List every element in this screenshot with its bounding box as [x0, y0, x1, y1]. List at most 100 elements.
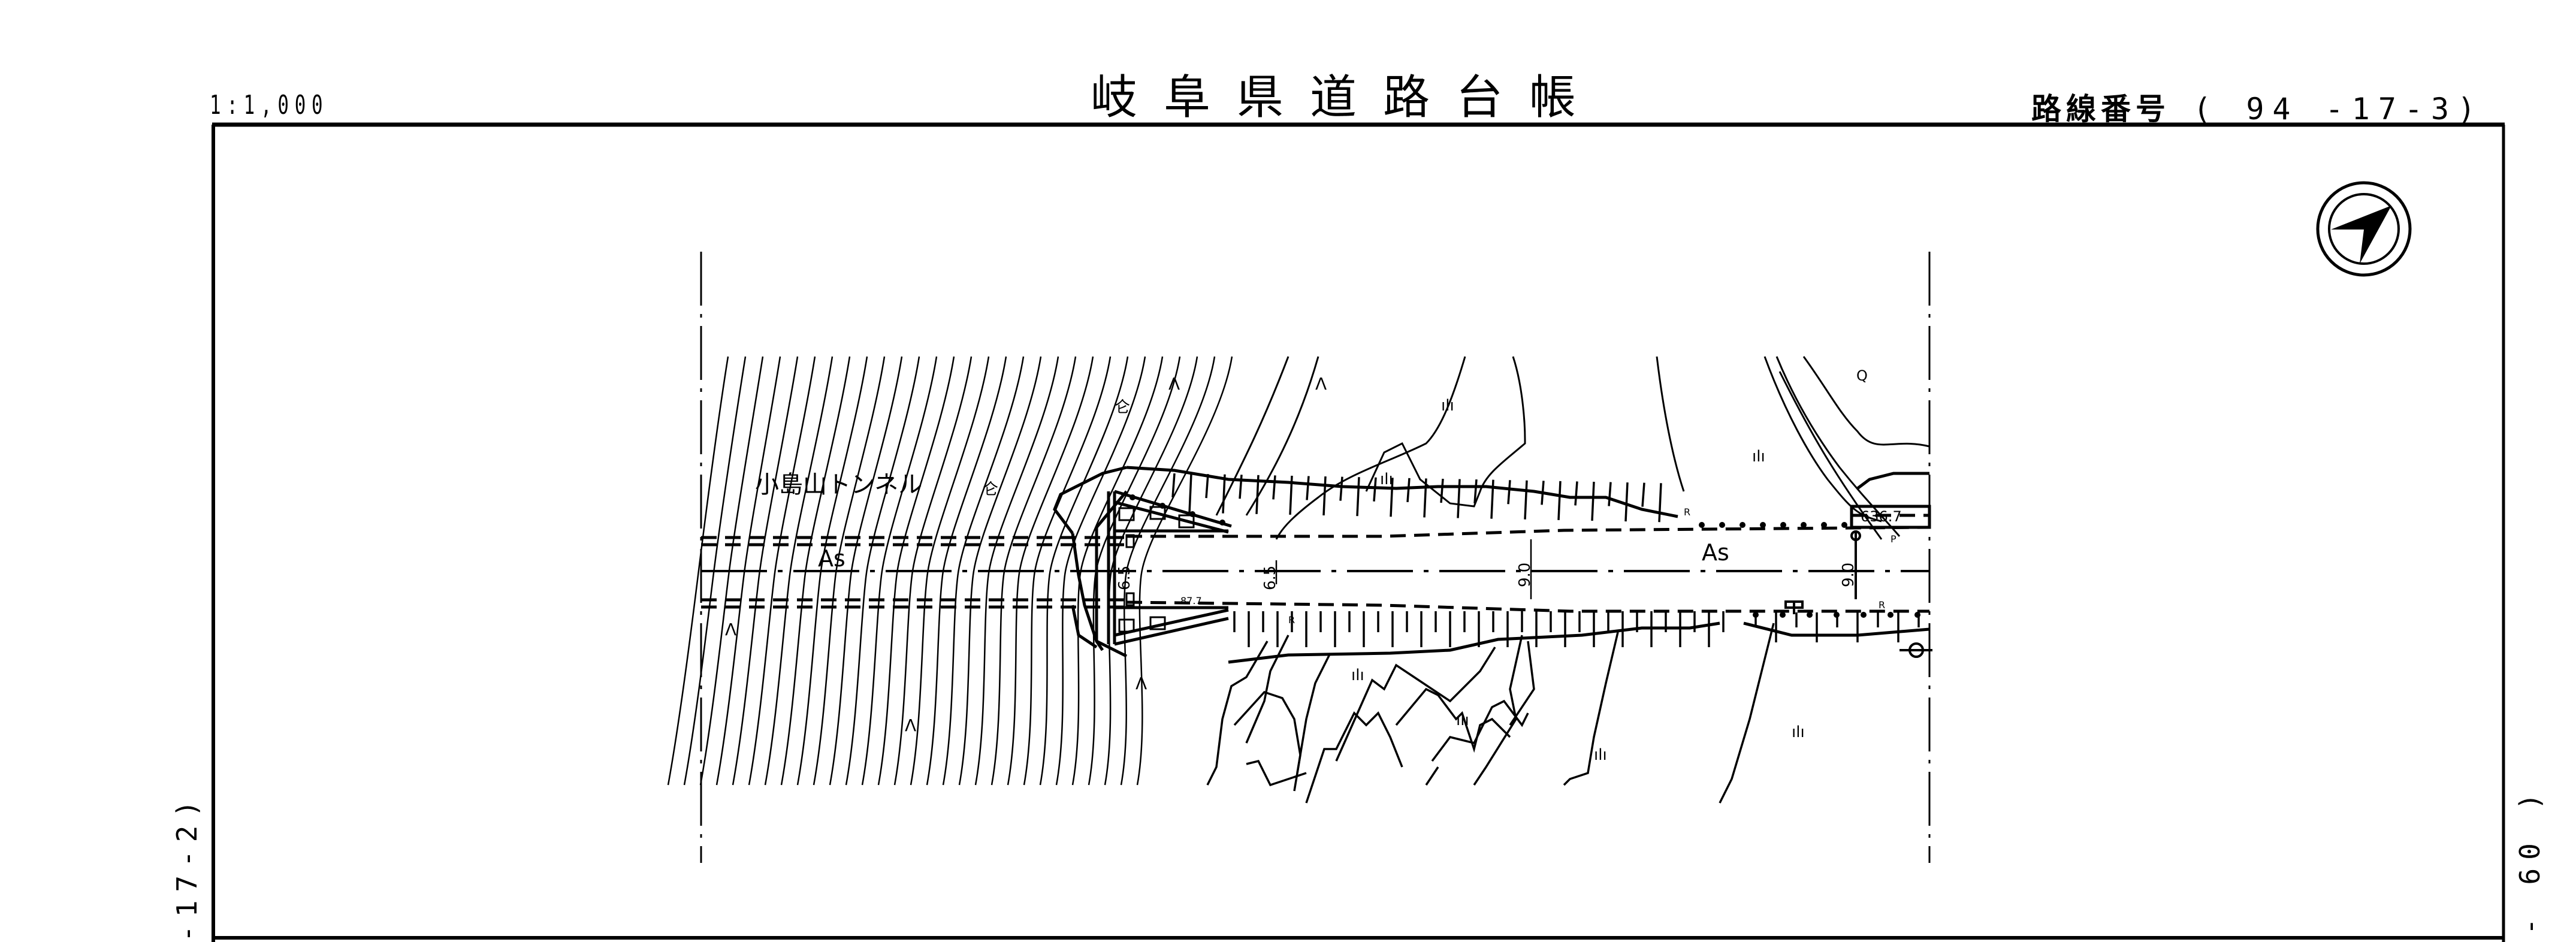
contour-line	[732, 356, 799, 786]
slope-hatch-line	[1356, 477, 1360, 517]
guardrail-post	[1219, 520, 1225, 526]
slope-hatch-line	[1390, 478, 1394, 517]
slope-hatch-line	[1373, 477, 1377, 502]
land-use-symbol: ılı	[1441, 397, 1454, 415]
contour-line	[829, 356, 903, 786]
slope-hatch-line	[1624, 482, 1629, 522]
land-use-symbol: Λ	[725, 620, 736, 639]
contour-line	[1007, 356, 1094, 786]
land-use-symbol: Λ	[905, 715, 916, 735]
road-width-label: 6.5	[1261, 566, 1279, 590]
guardrail-post	[1719, 522, 1725, 528]
guardrail-post	[1914, 612, 1920, 618]
contour-line	[764, 356, 833, 786]
guardrail-post	[1780, 522, 1786, 528]
land-use-symbol: Λ	[1136, 674, 1147, 693]
guardrail-post	[1699, 522, 1705, 528]
land-use-symbol: 仑	[983, 481, 998, 499]
contour-line	[990, 356, 1077, 786]
land-use-symbol: Λ	[1168, 374, 1180, 394]
guardrail-post	[1740, 522, 1745, 528]
route-number: 路線番号 ( 94 -17-3)	[2031, 85, 2484, 128]
land-use-symbol: ılı	[1351, 666, 1364, 684]
contour-line	[748, 356, 816, 786]
utility-symbols	[1275, 530, 1932, 658]
guardrail-post	[1780, 612, 1786, 618]
guardrail-label: R	[1288, 614, 1295, 626]
contour-line	[1039, 356, 1129, 786]
slope-hatch-line	[1406, 478, 1411, 502]
guardrail-post	[1753, 612, 1759, 618]
land-use-symbol: Q	[1856, 367, 1868, 384]
slope-hatch-line	[1440, 478, 1444, 503]
guardrail-post	[1189, 511, 1195, 517]
slope-hatch-line	[1591, 481, 1595, 521]
land-use-symbol: Λ	[1315, 374, 1327, 394]
road-width-label: 9.0	[1840, 563, 1858, 587]
contour-line	[813, 356, 886, 786]
slope-hatch-line	[1608, 482, 1612, 506]
contour-line	[667, 356, 729, 786]
road-edges	[701, 514, 1930, 613]
contour-line	[796, 356, 868, 786]
slope-boundaries	[1126, 466, 1931, 664]
slope-hatch-line	[1306, 476, 1310, 500]
slope-hatch-line	[1524, 480, 1528, 520]
contour-line	[877, 356, 955, 786]
contour-line	[861, 356, 938, 786]
slope-hatch-line	[1574, 481, 1578, 506]
slope-hatch-line	[1490, 479, 1494, 519]
guardrail-post	[1841, 522, 1847, 528]
parking-label: P	[1891, 533, 1896, 545]
slope-hatch-line	[1457, 479, 1461, 518]
guardrail-post	[1760, 522, 1766, 528]
contour-line	[958, 356, 1042, 786]
tunnel-portal	[1053, 466, 1232, 658]
contour-lines	[667, 356, 1233, 786]
surface-label-asphalt: As	[1702, 539, 1729, 566]
contour-line	[1136, 356, 1233, 786]
north-arrow-icon	[2316, 181, 2412, 277]
elevation-label: 636.7	[1861, 508, 1902, 525]
slope-hatch-line	[1171, 473, 1176, 498]
land-use-symbol: ılı	[1380, 470, 1393, 488]
land-use-symbol: ılı	[1594, 746, 1607, 764]
land-use-symbol: ılı	[1752, 448, 1765, 466]
lower-terrain-lines	[1206, 623, 1775, 804]
slope-hatch-line	[1188, 473, 1192, 513]
slope-hatch-line	[1423, 478, 1427, 518]
slope-hatch-line	[1272, 475, 1276, 500]
scale-label: 1:1,000	[210, 90, 329, 120]
road-width-label: 6.5	[1116, 566, 1134, 590]
guardrail-label: R	[1684, 506, 1690, 518]
guardrail-post	[1861, 612, 1867, 618]
slope-hatch-line	[1507, 480, 1511, 505]
slope-hatch-line	[1222, 474, 1226, 514]
contour-line	[1120, 356, 1216, 786]
slope-hatch-line	[1658, 483, 1662, 523]
guardrail-label: R	[1879, 599, 1885, 611]
guardrail-post	[1159, 503, 1165, 509]
guardrail-post	[1821, 522, 1827, 528]
contour-line	[893, 356, 973, 786]
contour-line	[683, 356, 747, 786]
land-use-symbol: 仑	[1115, 398, 1130, 416]
page-title: 岐阜県道路台帳	[1091, 71, 1603, 125]
contour-line	[845, 356, 920, 786]
tunnel-name-label: 小島山トンネル	[755, 471, 922, 499]
contour-line	[699, 356, 764, 786]
guardrail-post	[1801, 522, 1807, 528]
slope-hatching	[1171, 473, 1920, 647]
guardrail-post	[1807, 612, 1813, 618]
surface-label-asphalt: As	[818, 545, 845, 572]
route-number-label: 路線番号	[2031, 92, 2170, 126]
contour-line	[715, 356, 781, 786]
slope-hatch-line	[1473, 479, 1478, 504]
land-use-symbol: ılı	[1456, 711, 1469, 729]
sheet-frame	[212, 122, 2505, 942]
slope-hatch-line	[1641, 482, 1645, 507]
contour-line	[910, 356, 990, 786]
slope-hatch-line	[1557, 481, 1562, 520]
contour-line	[1023, 356, 1112, 786]
